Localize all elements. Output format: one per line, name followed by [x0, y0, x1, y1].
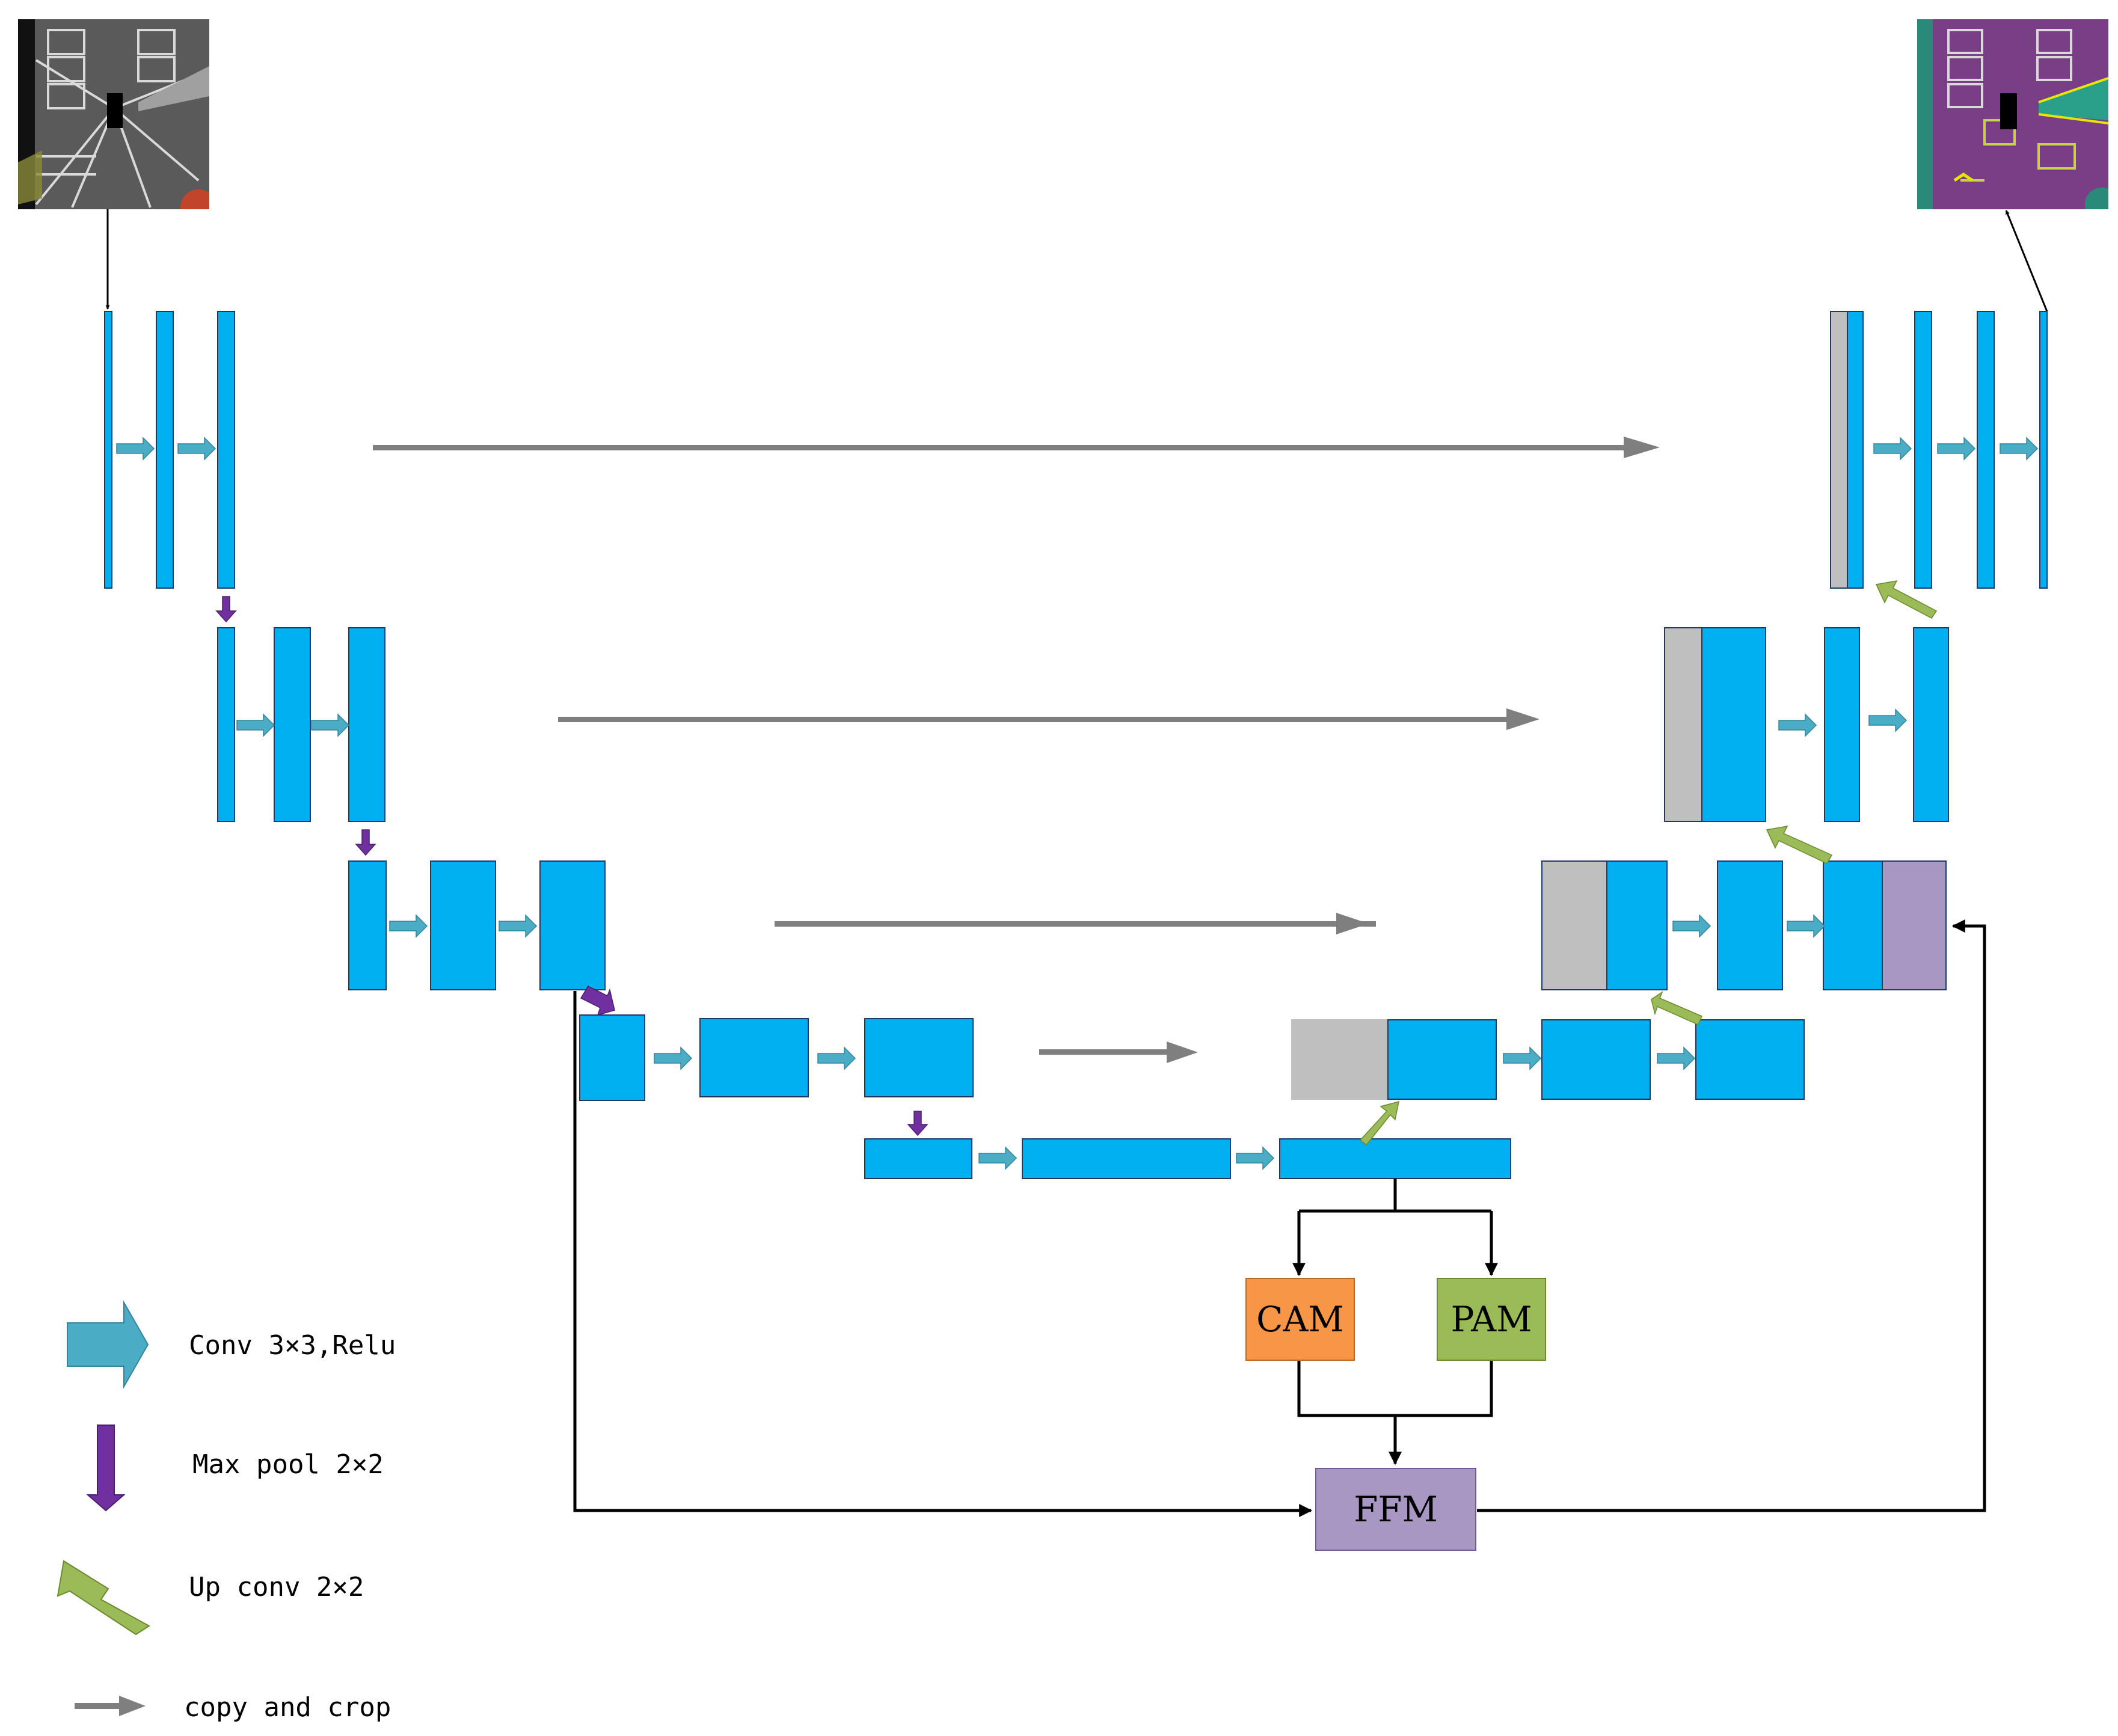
conv-arrow: [1503, 1046, 1542, 1070]
upconv-arrow: [1359, 1100, 1399, 1146]
conv-arrow: [1657, 1046, 1696, 1070]
output-segmentation-image: [1917, 19, 2108, 209]
conv-arrow: [1236, 1146, 1275, 1170]
bottleneck-map-2: [1022, 1138, 1231, 1179]
conv-arrow: [1873, 437, 1912, 461]
dec2-map-1: [1701, 627, 1766, 822]
attention-branch-lines: [573, 919, 1986, 1517]
ffm-label: FFM: [1354, 1489, 1438, 1530]
maxpool-arrow: [580, 986, 615, 1016]
enc1-map-3: [217, 311, 235, 589]
dec1-map-3: [1977, 311, 1995, 589]
legend-conv-arrow-icon: [67, 1300, 149, 1389]
decoder: [1291, 311, 2048, 1100]
encoder: [104, 311, 1511, 1179]
conv-arrow: [499, 914, 538, 938]
legend: Conv 3×3,Relu Max pool 2×2 Up conv 2×2 c…: [57, 1300, 396, 1723]
conv-arrow: [236, 713, 275, 737]
enc4-map-2: [699, 1018, 809, 1097]
pam-module: PAM: [1437, 1278, 1546, 1361]
upconv-arrows: [1359, 580, 1938, 1146]
enc4-map-3: [864, 1018, 974, 1097]
dec2-map-2: [1824, 627, 1860, 822]
enc3-map-2: [430, 860, 496, 990]
enc2-map-1: [217, 627, 235, 822]
legend-maxpool-arrow-icon: [86, 1425, 126, 1512]
conv-arrow: [116, 437, 155, 461]
conv-arrow: [311, 713, 350, 737]
bottleneck-map-3: [1279, 1138, 1511, 1179]
enc4-map-1: [579, 1014, 645, 1101]
dec3-map-3: [1823, 860, 1883, 990]
copy-and-crop-arrows: [373, 437, 1660, 1063]
maxpool-arrow: [907, 1111, 929, 1136]
dec2-concat-gray: [1664, 627, 1702, 822]
maxpool-arrow: [215, 596, 237, 623]
enc1-map-2: [156, 311, 174, 589]
dec4-map-2: [1541, 1019, 1651, 1100]
dec1-map-4: [2039, 311, 2048, 589]
bottleneck-map-1: [864, 1138, 972, 1179]
dec1-concat-gray: [1830, 311, 1848, 589]
enc2-map-3: [348, 627, 385, 822]
dec4-map-3: [1695, 1019, 1805, 1100]
legend-conv-label: Conv 3×3,Relu: [189, 1330, 396, 1361]
dec1-map-2: [1914, 311, 1932, 589]
conv-arrow: [1937, 437, 1976, 461]
cam-module: CAM: [1245, 1278, 1355, 1361]
dec3-map-1: [1606, 860, 1668, 990]
upconv-arrow: [1651, 991, 1702, 1025]
pam-label: PAM: [1451, 1299, 1532, 1340]
conv-arrow: [817, 1046, 856, 1070]
dec3-map-2: [1717, 860, 1783, 990]
enc2-map-2: [274, 627, 311, 822]
cam-label: CAM: [1256, 1299, 1344, 1340]
conv-arrow: [177, 437, 216, 461]
dec4-map-1: [1387, 1019, 1497, 1100]
enc3-map-3: [539, 860, 606, 990]
copy-arrow-level2: [558, 708, 1539, 730]
conv-arrows: [116, 437, 2039, 1170]
conv-arrow: [1778, 713, 1817, 737]
legend-upconv-arrow-icon: [57, 1560, 150, 1636]
output-arrow: [2005, 210, 2048, 312]
dec3-ffm-concat: [1882, 860, 1947, 990]
legend-copy-arrow-icon: [75, 1696, 146, 1716]
conv-arrow: [1672, 914, 1711, 938]
dec3-concat-gray: [1541, 860, 1607, 990]
copy-arrow-level1: [373, 437, 1660, 458]
maxpool-arrows: [215, 596, 929, 1136]
dec4-concat-gray: [1291, 1019, 1389, 1100]
enc1-map-1: [104, 311, 112, 589]
conv-arrow: [978, 1146, 1018, 1170]
conv-arrow: [1787, 914, 1826, 938]
legend-maxpool-label: Max pool 2×2: [192, 1449, 384, 1480]
copy-arrow-level4: [1039, 1041, 1198, 1063]
copy-arrow-level3: [775, 913, 1376, 934]
upconv-arrow: [1766, 826, 1833, 864]
conv-arrow: [2000, 437, 2039, 461]
enc3-map-1: [348, 860, 387, 990]
dec1-map-1: [1847, 311, 1864, 589]
ffm-module: FFM: [1315, 1468, 1476, 1551]
conv-arrow: [654, 1046, 693, 1070]
legend-upconv-label: Up conv 2×2: [189, 1572, 364, 1603]
conv-arrow: [389, 914, 428, 938]
input-image: [18, 19, 209, 209]
upconv-arrow: [1875, 580, 1938, 619]
maxpool-arrow: [355, 829, 376, 856]
dec2-map-3: [1913, 627, 1949, 822]
legend-copy-label: copy and crop: [184, 1692, 391, 1723]
conv-arrow: [1868, 708, 1908, 732]
